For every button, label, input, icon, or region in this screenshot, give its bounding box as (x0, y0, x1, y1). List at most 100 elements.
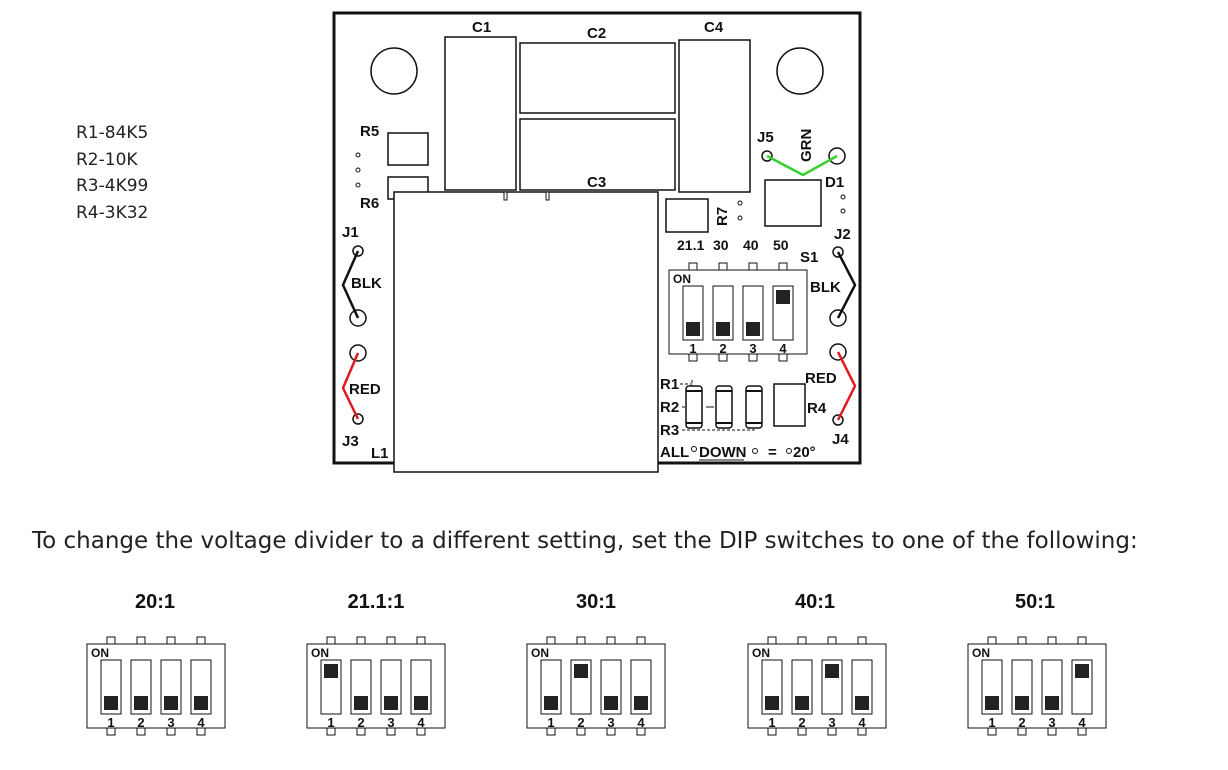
all-down-legend: ALL DOWN = 20° (660, 444, 816, 461)
switch-on-label: ON (972, 646, 990, 660)
value-r4: R4-3K32 (76, 202, 149, 223)
switch-knob-1 (686, 322, 700, 336)
resistor-r1 (685, 385, 703, 429)
resistor-r2 (715, 385, 733, 429)
switch-knob-3 (746, 322, 760, 336)
value-r3: R3-4K99 (76, 176, 149, 196)
label-red-right: RED (805, 370, 837, 387)
switch-knob-1 (104, 696, 118, 710)
switch-number-1: 1 (689, 341, 696, 356)
switch-number-1: 1 (547, 715, 554, 730)
switch-number-3: 3 (607, 715, 614, 730)
switch-knob-3 (384, 696, 398, 710)
switch-knob-3 (1045, 696, 1059, 710)
switch-knob-1 (765, 696, 779, 710)
label-d1: D1 (825, 174, 844, 191)
setting-title: 20:1 (135, 591, 175, 613)
legend-down: DOWN (699, 444, 747, 461)
label-j3: J3 (342, 433, 359, 450)
switch-number-4: 4 (858, 715, 866, 730)
switch-number-3: 3 (387, 715, 394, 730)
label-c1: C1 (472, 19, 491, 36)
resistor-r7 (665, 198, 709, 233)
switch-knob-1 (544, 696, 558, 710)
capacitor-c2 (519, 42, 676, 114)
label-blk-right: BLK (810, 279, 841, 296)
green-wire (766, 154, 838, 177)
switch-on-label: ON (752, 646, 770, 660)
label-red-left: RED (349, 381, 381, 398)
switch-knob-1 (324, 664, 338, 678)
ratio-label-2: 30 (713, 237, 729, 253)
resistor-r5 (387, 132, 429, 166)
switch-on-label: ON (673, 272, 691, 286)
switch-knob-4 (855, 696, 869, 710)
switch-knob-4 (194, 696, 208, 710)
ratio-label-4: 50 (773, 237, 789, 253)
mounting-hole-left (370, 47, 418, 95)
switch-knob-2 (716, 322, 730, 336)
label-l1: L1 (371, 445, 389, 462)
value-r1: R1-84K5 (76, 123, 149, 143)
switch-number-4: 4 (1078, 715, 1086, 730)
setting-title: 40:1 (795, 591, 835, 613)
black-wire-left (341, 250, 360, 319)
switch-number-3: 3 (749, 341, 756, 356)
switch-knob-4 (776, 290, 790, 304)
switch-number-2: 2 (577, 715, 584, 730)
switch-number-4: 4 (779, 341, 787, 356)
label-r3: R3 (660, 422, 679, 439)
label-r7: R7 (714, 207, 731, 226)
switch-number-4: 4 (197, 715, 205, 730)
switch-knob-2 (574, 664, 588, 678)
setting-title: 50:1 (1015, 591, 1055, 613)
ratio-label-3: 40 (743, 237, 759, 253)
switch-knob-3 (604, 696, 618, 710)
switch-knob-3 (164, 696, 178, 710)
switch-number-4: 4 (637, 715, 645, 730)
setting-title: 30:1 (576, 591, 616, 613)
switch-number-4: 4 (417, 715, 425, 730)
switch-knob-4 (634, 696, 648, 710)
label-r1: R1 (660, 376, 679, 393)
instruction-text: To change the voltage divider to a diffe… (32, 528, 1138, 554)
label-c4: C4 (704, 19, 724, 36)
ratio-label-1: 21.1 (677, 237, 704, 253)
switch-number-3: 3 (828, 715, 835, 730)
switch-on-label: ON (91, 646, 109, 660)
setting-title: 21.1:1 (348, 591, 405, 613)
switch-number-2: 2 (1018, 715, 1025, 730)
black-wire-right (836, 251, 857, 319)
switch-number-2: 2 (137, 715, 144, 730)
resistor-r4 (773, 383, 806, 427)
legend-result: 20° (793, 444, 816, 461)
switch-knob-1 (985, 696, 999, 710)
switch-number-2: 2 (357, 715, 364, 730)
capacitor-c3 (519, 118, 676, 191)
switch-knob-3 (825, 664, 839, 678)
switch-knob-4 (414, 696, 428, 710)
resistor-r3 (745, 385, 763, 429)
switch-knob-4 (1075, 664, 1089, 678)
value-r2: R2-10K (76, 149, 138, 170)
label-grn: GRN (798, 129, 815, 162)
diode-d1 (764, 179, 822, 227)
switch-number-2: 2 (798, 715, 805, 730)
label-j4: J4 (832, 431, 849, 448)
label-j1: J1 (342, 224, 359, 241)
switch-number-3: 3 (167, 715, 174, 730)
switch-knob-2 (1015, 696, 1029, 710)
label-c3: C3 (587, 174, 606, 191)
label-r6: R6 (360, 195, 379, 212)
switch-on-label: ON (311, 646, 329, 660)
